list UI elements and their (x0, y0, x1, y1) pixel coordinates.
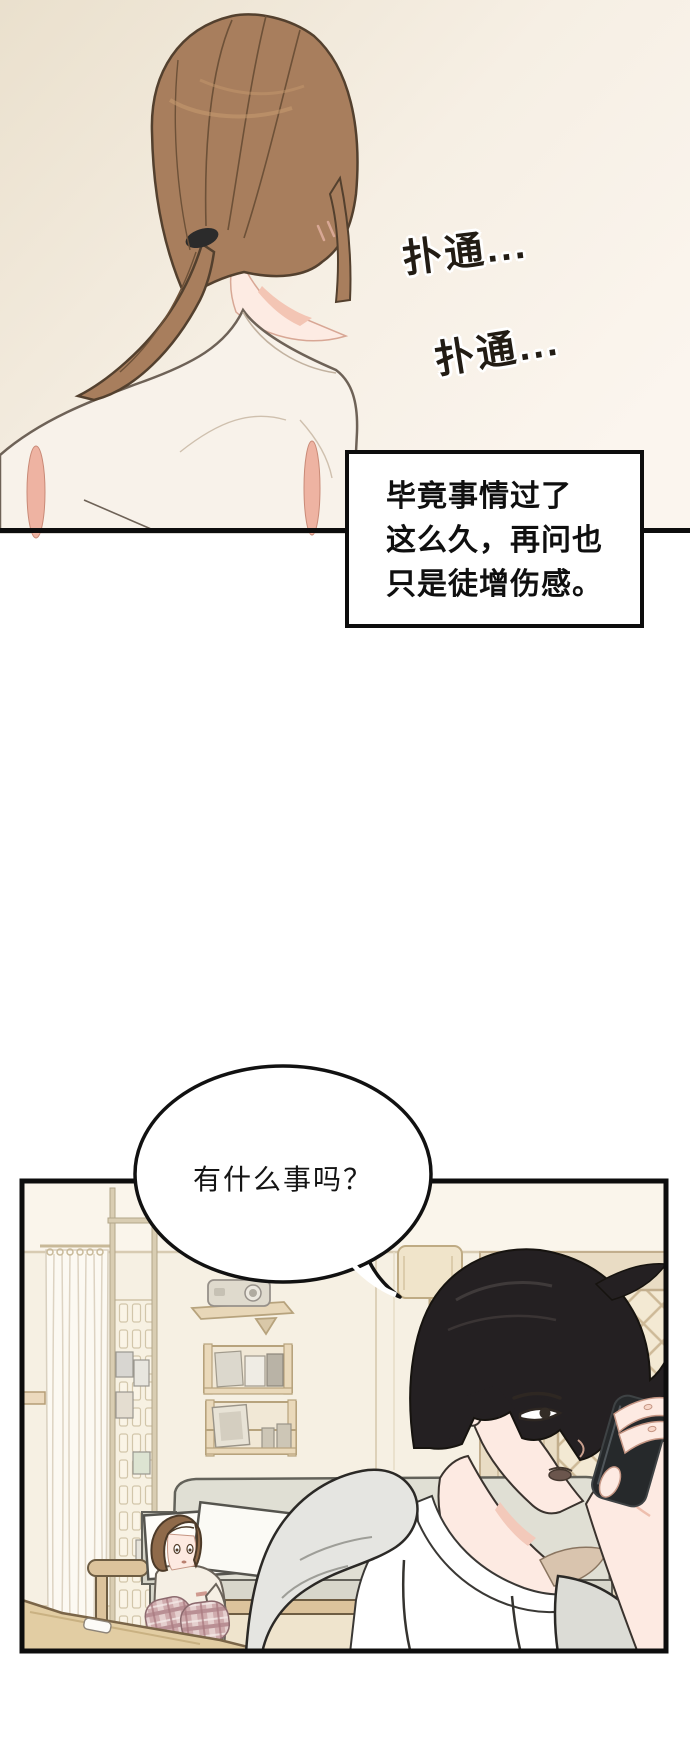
projector-shelf (190, 1279, 295, 1336)
wall-shelf-lower (205, 1399, 297, 1457)
table (22, 1598, 273, 1653)
narration-box: 毕竟事情过了 这么久，再问也 只是徒增伤感。 (345, 450, 644, 628)
wall-shelf-upper (203, 1343, 293, 1395)
speech-bubble (133, 1064, 433, 1299)
man-on-phone (244, 1248, 666, 1653)
dialogue-text: 有什么事吗？ (192, 1164, 373, 1195)
woman-back-figure (0, 13, 359, 539)
panel1-artwork (0, 0, 690, 539)
mini-shelf (22, 1391, 46, 1405)
sitting-woman (144, 1514, 231, 1653)
panel2-artwork (22, 1181, 666, 1653)
